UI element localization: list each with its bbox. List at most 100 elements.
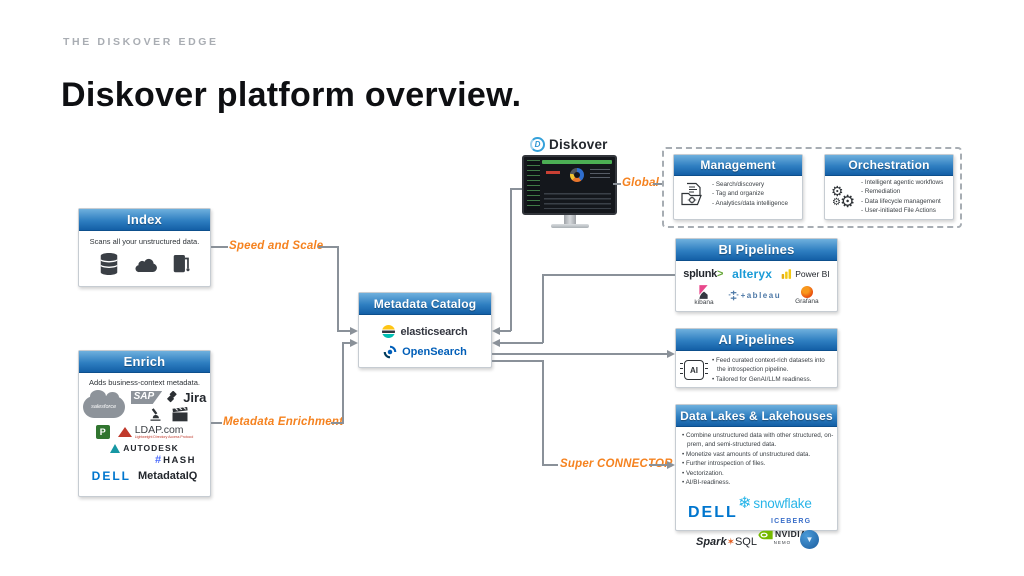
elasticsearch-logo: elasticsearch xyxy=(400,325,468,338)
connector-line xyxy=(499,342,543,344)
clapperboard-icon xyxy=(171,407,189,422)
orchestration-box: Orchestration ⚙⚙⚙ - Intelligent agentic … xyxy=(824,154,954,220)
dashboard-table-rows xyxy=(544,193,611,209)
connector-line xyxy=(211,422,222,424)
elasticsearch-icon xyxy=(382,325,396,338)
monitor-stand xyxy=(564,215,576,224)
eyebrow-label: THE DISKOVER EDGE xyxy=(63,36,219,48)
spark-sql-logo: Spark✶SQL xyxy=(696,535,757,548)
sap-logo: SAP xyxy=(130,391,163,404)
orchestration-bullet: - Data lifecycle management xyxy=(861,197,941,205)
arrow-into-catalog xyxy=(492,339,500,347)
arrow-into-ai-pipelines xyxy=(667,350,675,358)
diskover-icon: D xyxy=(530,137,545,152)
management-box: Management - Search/discovery - Tag and … xyxy=(673,154,803,220)
connector-line xyxy=(542,464,558,466)
metadata-enrichment-label: Metadata Enrichment xyxy=(223,416,344,428)
data-lakes-bullet: • Combine unstructured data with other s… xyxy=(682,432,834,449)
ai-bullet: • Tailored for GenAI/LLM readiness. xyxy=(712,375,812,383)
speed-and-scale-label: Speed and Scale xyxy=(229,240,324,252)
bi-pipelines-box: BI Pipelines splunk> alteryx Power BI ki… xyxy=(675,238,838,312)
connector-line xyxy=(510,188,522,190)
tableau-logo: +ableau xyxy=(728,290,782,301)
kibana-logo: kibana xyxy=(694,285,714,307)
index-box-subtitle: Scans all your unstructured data. xyxy=(89,237,200,246)
global-group-outline xyxy=(662,147,962,228)
hash-icon: # xyxy=(154,454,162,466)
nvidia-logo: NVIDIA NEMO xyxy=(758,530,807,546)
management-bullet: - Analytics/data intelligence xyxy=(712,199,788,207)
ai-bullet: • Feed curated context-rich datasets int… xyxy=(712,357,825,374)
arrow-into-catalog xyxy=(492,327,500,335)
data-lakes-box: Data Lakes & Lakehouses • Combine unstru… xyxy=(675,404,838,549)
orchestration-bullet: - Remediation xyxy=(861,188,901,196)
data-lakes-bullet: • Vectorization. xyxy=(682,469,724,477)
kibana-icon xyxy=(699,285,709,299)
management-header: Management xyxy=(674,155,802,176)
dell-logo: DELL xyxy=(91,469,132,483)
jira-logo: Jira xyxy=(183,390,207,405)
dashboard-sidebar xyxy=(527,160,540,210)
microscope-icon xyxy=(148,407,163,422)
tableau-icon xyxy=(728,290,739,301)
connector-line xyxy=(337,246,339,331)
connector-line xyxy=(342,342,351,344)
dashboard-donut-chart xyxy=(570,168,584,182)
autodesk-logo: AUTODESK xyxy=(123,443,179,453)
metadata-catalog-header: Metadata Catalog xyxy=(359,293,491,315)
folder-documents-gear-icon xyxy=(680,181,708,208)
monitor-base xyxy=(551,224,589,228)
data-lakes-bullet: • Monetize vast amounts of unstructured … xyxy=(682,450,811,458)
hash-logo: HASH xyxy=(163,454,196,466)
connector-line xyxy=(492,353,668,355)
management-bullet: - Search/discovery xyxy=(712,181,765,188)
connector-line xyxy=(318,246,338,248)
connector-line xyxy=(211,246,228,248)
salesforce-logo: salesforce xyxy=(82,389,125,418)
connector-line xyxy=(342,342,344,424)
arrow-into-catalog xyxy=(350,327,358,335)
connector-line xyxy=(649,464,668,466)
global-label: Global xyxy=(622,177,659,189)
gears-icon: ⚙⚙⚙ xyxy=(831,182,856,211)
orchestration-header: Orchestration xyxy=(825,155,953,176)
connector-line xyxy=(542,274,544,343)
connector-line xyxy=(510,188,512,331)
management-bullet: - Tag and organize xyxy=(712,190,765,198)
opensearch-logo: OpenSearch xyxy=(402,346,467,358)
grafana-logo: Grafana xyxy=(795,286,819,306)
connector-line xyxy=(542,360,544,466)
snowflake-logo: ❄ snowflake xyxy=(738,494,812,512)
data-lakes-bullet: • Further introspection of files. xyxy=(682,460,766,468)
iceberg-globe-icon: ▼ xyxy=(800,529,819,549)
ms-project-icon: P xyxy=(95,425,110,439)
diskover-dashboard-screen xyxy=(522,155,617,215)
enrich-box: Enrich Adds business-context metadata. s… xyxy=(78,350,211,497)
page-title: Diskover platform overview. xyxy=(61,76,522,114)
opensearch-icon xyxy=(383,345,397,359)
powerbi-logo: Power BI xyxy=(781,268,830,280)
connector-line xyxy=(331,422,343,424)
powerbi-icon xyxy=(781,269,792,279)
enrich-box-header: Enrich xyxy=(79,351,210,373)
database-icon xyxy=(98,252,120,276)
grafana-icon xyxy=(800,286,813,298)
autodesk-icon xyxy=(110,443,121,453)
connector-line xyxy=(542,274,675,276)
enrich-box-subtitle: Adds business-context metadata. xyxy=(89,378,200,387)
orchestration-bullet: - Intelligent agentic workflows xyxy=(861,179,944,186)
ai-pipelines-box: AI Pipelines AI • Feed curated context-r… xyxy=(675,328,838,388)
data-lakes-header: Data Lakes & Lakehouses xyxy=(676,405,837,427)
dell-logo: DELL xyxy=(688,503,738,521)
portable-drive-icon xyxy=(172,253,191,276)
jira-icon xyxy=(166,391,179,404)
dashboard-topbar xyxy=(542,160,612,164)
splunk-logo: splunk> xyxy=(683,268,724,280)
connector-line xyxy=(613,183,621,185)
cloud-icon xyxy=(133,256,159,273)
nvidia-icon xyxy=(758,530,773,539)
diskover-logo: D Diskover xyxy=(530,137,608,152)
super-connector-label: Super CONNECTOR xyxy=(560,458,673,470)
bi-pipelines-header: BI Pipelines xyxy=(676,239,837,261)
